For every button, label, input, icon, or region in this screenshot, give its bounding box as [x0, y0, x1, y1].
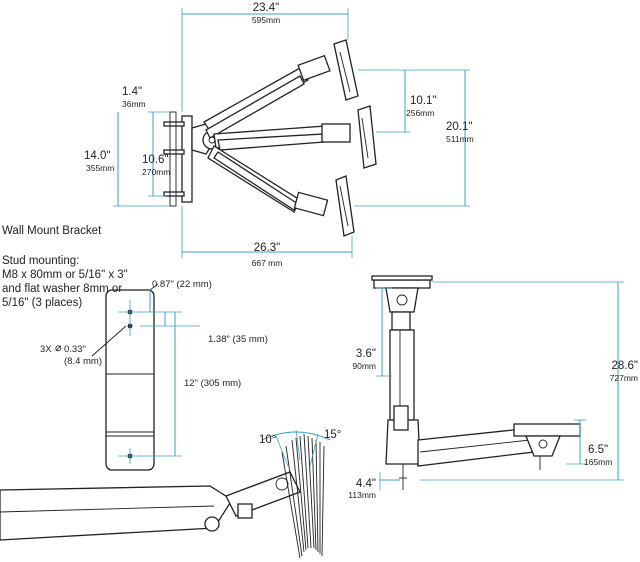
hole-count-label: 3X [40, 344, 52, 355]
side-view-drawing [371, 275, 624, 490]
stud-line-4: 5/16" (3 places) [2, 297, 83, 309]
tilt-range-inches: 10.1" [410, 95, 437, 107]
stud-line-2: M8 x 80mm or 5/16" x 3" [2, 269, 128, 281]
tilt-range-mm: 256mm [406, 108, 435, 118]
tilt-detail-drawing [0, 429, 331, 559]
plate-drop-mm: 165mm [584, 457, 613, 467]
total-height-mm: 727mm [609, 373, 638, 383]
hole-span-inches: 10.6" [142, 154, 169, 166]
plate-drop-inches: 6.5" [588, 444, 609, 456]
reach-inches: 26.3" [253, 242, 281, 254]
total-height-inches: 28.6" [611, 360, 638, 372]
bracket-height-inches: 14.0" [84, 150, 111, 162]
reach-mm: 667 mm [251, 258, 283, 268]
top-offset-dimension: 0.87" (22 mm) [152, 279, 212, 290]
diameter-icon: ⌀ [55, 342, 62, 354]
base-offset-inches: 4.4" [355, 478, 376, 490]
upper-height-mm: 90mm [352, 361, 376, 371]
stud-line-3: and flat washer 8mm or [2, 283, 123, 295]
tilt-up-angle: 10° [259, 434, 277, 446]
hole-span-mm: 270mm [142, 167, 171, 177]
wall-bracket-drawing [91, 283, 200, 471]
offset-inches: 1.4" [122, 86, 143, 98]
hole-diameter-mm: (8.4 mm) [64, 356, 102, 367]
upper-height-inches: 3.6" [355, 348, 376, 360]
top-width-mm: 595mm [251, 15, 281, 25]
top-width-inches: 23.4" [252, 2, 280, 14]
bracket-height-mm: 355mm [86, 163, 115, 173]
top-view-arm-drawing [113, 8, 470, 258]
stud-line-1: Stud mounting: [2, 255, 80, 267]
wall-bracket-title: Wall Mount Bracket [2, 225, 102, 237]
hole-spacing-dimension: 1.38" (35 mm) [208, 334, 268, 345]
hole-diameter: 0.33" [64, 344, 86, 355]
offset-mm: 36mm [122, 99, 146, 109]
bracket-height-dimension: 12" (305 mm) [184, 378, 242, 389]
vertical-range-inches: 20.1" [446, 121, 473, 133]
vertical-range-mm: 511mm [446, 134, 474, 144]
tilt-down-angle: 15° [324, 429, 342, 441]
base-offset-mm: 113mm [348, 490, 376, 500]
